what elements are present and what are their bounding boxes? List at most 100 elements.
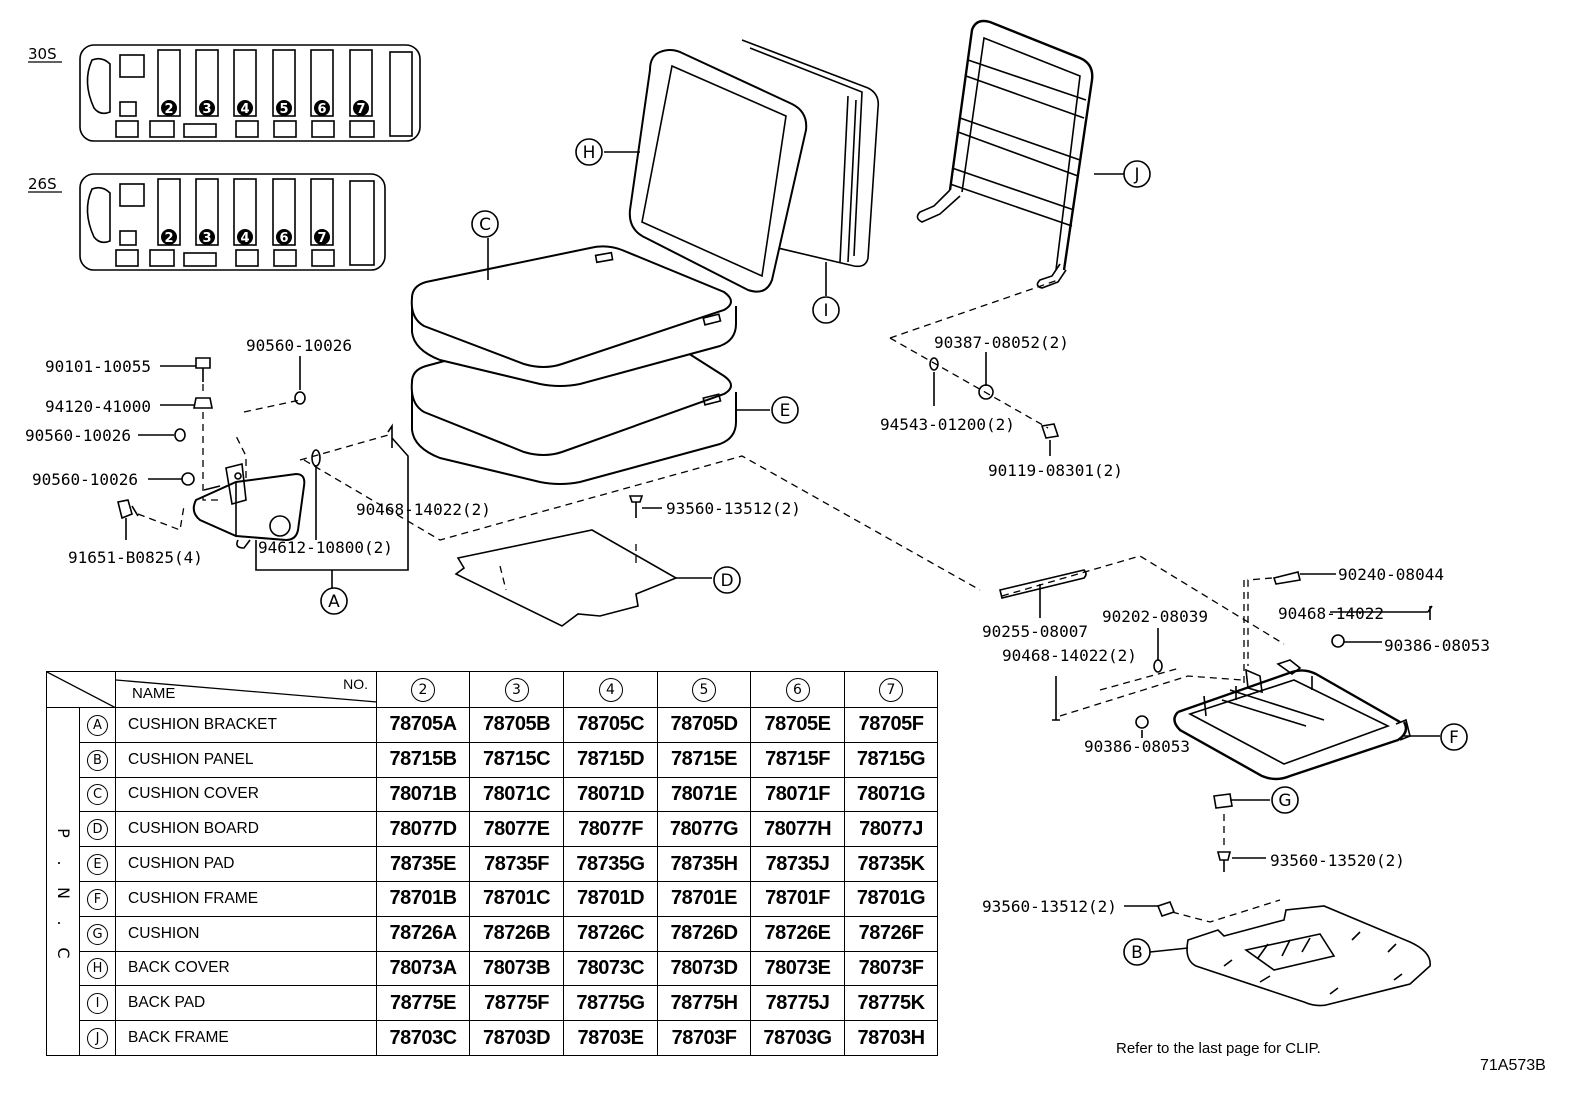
seat-number: 5 (279, 102, 288, 117)
back-cover-drawing (628, 39, 880, 293)
part-label-90240: 90240-08044 (1338, 565, 1444, 584)
part-code-cell: 78705A (376, 707, 470, 743)
callout-f: F (1440, 723, 1468, 751)
part-code-cell: 78077G (657, 811, 751, 848)
no-header-label: NO. (343, 676, 368, 692)
part-code-cell: 78715D (563, 741, 658, 778)
seat-number: 2 (164, 102, 173, 117)
back-frame-drawing (916, 19, 1094, 289)
part-label-90101: 90101-10055 (45, 357, 151, 376)
svg-text:E: E (780, 401, 791, 421)
part-code-cell: 78077J (844, 811, 938, 848)
part-code-cell: 78073A (376, 950, 470, 987)
part-code-cell: 78715C (469, 741, 564, 778)
svg-text:D: D (720, 571, 733, 591)
cushion-cover-drawing (410, 245, 737, 485)
part-code-cell: 78715E (657, 741, 751, 778)
layout-26s-label: 26S (28, 175, 57, 193)
part-code-cell: 78705C (563, 707, 658, 743)
part-code-cell: 78071G (844, 776, 938, 813)
seat-number: 4 (240, 102, 249, 117)
part-code-cell: 78701F (750, 880, 845, 917)
part-code-cell: 78775J (750, 985, 845, 1022)
part-code-cell: 78726A (376, 915, 470, 952)
pnc-label-char: N (54, 887, 73, 899)
callout-j: J (1123, 160, 1151, 188)
callout-h: H (575, 138, 603, 166)
part-label-90119: 90119-08301(2) (988, 461, 1123, 480)
part-code-cell: 78073C (563, 950, 658, 987)
seat-number: 6 (279, 231, 288, 246)
col-header-4: 4 (563, 671, 658, 708)
part-code-cell: 78703D (469, 1020, 564, 1056)
callout-b: B (1123, 938, 1151, 966)
col-header-2: 2 (376, 671, 470, 708)
part-code-cell: 78735E (376, 846, 470, 882)
part-label-90202: 90202-08039 (1102, 607, 1208, 626)
seat-number: 3 (202, 231, 211, 246)
part-label-94543: 94543-01200(2) (880, 415, 1015, 434)
col-header-7: 7 (844, 671, 938, 708)
part-code-cell: 78071D (563, 776, 658, 813)
row-letter: F (79, 880, 116, 917)
row-name: CUSHION BRACKET (115, 707, 377, 743)
leader-lines (125, 151, 1440, 953)
cushion-panel-drawing (1186, 905, 1431, 1007)
part-code-cell: 78775F (469, 985, 564, 1022)
svg-text:A: A (328, 592, 340, 612)
part-label-93560-a: 93560-13512(2) (666, 499, 801, 518)
part-code-cell: 78073E (750, 950, 845, 987)
part-code-cell: 78726E (750, 915, 845, 952)
part-label-91651: 91651-B0825(4) (68, 548, 203, 567)
cushion-bracket-drawing (192, 463, 306, 549)
pnc-label: P.N.C (46, 707, 80, 1056)
row-letter: E (79, 846, 116, 882)
row-name: CUSHION FRAME (115, 880, 377, 917)
part-code-cell: 78726D (657, 915, 751, 952)
svg-text:G: G (1278, 791, 1291, 811)
part-code-cell: 78735J (750, 846, 845, 882)
figure-id: 71A573B (1480, 1057, 1546, 1074)
row-name: BACK PAD (115, 985, 377, 1022)
pnc-label-char: . (54, 920, 73, 926)
seat-number: 2 (164, 231, 173, 246)
part-code-cell: 78735K (844, 846, 938, 882)
part-label-90255: 90255-08007 (982, 622, 1088, 641)
fasteners (117, 357, 1433, 917)
callout-g: G (1271, 786, 1299, 814)
part-code-cell: 78775G (563, 985, 658, 1022)
row-letter: I (79, 985, 116, 1022)
row-name: CUSHION PANEL (115, 741, 377, 778)
callouts: A B C D E F G H I J (320, 138, 1468, 966)
part-code-cell: 78077D (376, 811, 470, 848)
part-code-cell: 78701D (563, 880, 658, 917)
part-code-cell: 78715G (844, 741, 938, 778)
part-code-cell: 78701G (844, 880, 938, 917)
part-code-cell: 78703G (750, 1020, 845, 1056)
seat-number: 6 (317, 102, 326, 117)
row-letter: G (79, 915, 116, 952)
part-code-cell: 78703E (563, 1020, 658, 1056)
seat-number: 7 (317, 231, 326, 246)
part-code-cell: 78775H (657, 985, 751, 1022)
svg-text:B: B (1131, 943, 1143, 963)
row-letter: B (79, 741, 116, 778)
part-code-cell: 78071B (376, 776, 470, 813)
part-code-cell: 78701B (376, 880, 470, 917)
row-name: CUSHION (115, 915, 377, 952)
seat-number-badge (314, 100, 330, 116)
part-label-90560-a: 90560-10026 (25, 426, 131, 445)
svg-text:J: J (1133, 165, 1139, 185)
part-code-cell: 78701C (469, 880, 564, 917)
callout-e: E (771, 396, 799, 424)
part-code-cell: 78073B (469, 950, 564, 987)
assembly-lines (137, 279, 1428, 923)
